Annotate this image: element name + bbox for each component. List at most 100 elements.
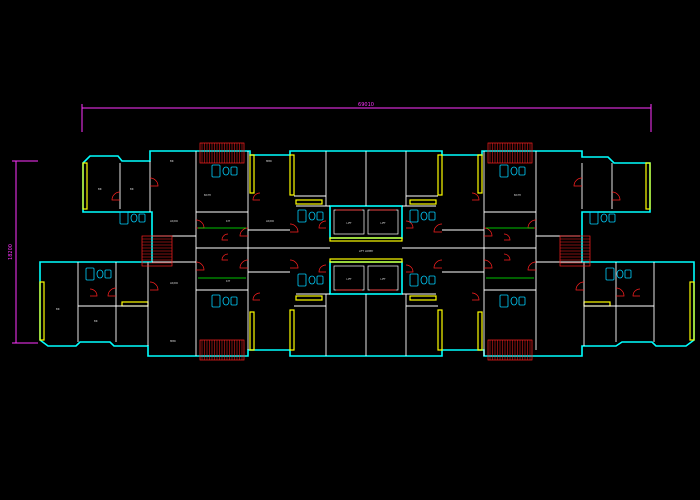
door-swing (289, 259, 299, 269)
door-swing (289, 223, 299, 233)
room-label: BR (56, 307, 60, 311)
room-label: LR/DR (266, 219, 274, 223)
door-swing (503, 253, 511, 261)
bathtub (297, 273, 307, 287)
door-swing (89, 288, 98, 297)
basin (230, 166, 238, 176)
door-swing (221, 253, 229, 261)
overall-height-dimension: 18200 (8, 244, 14, 260)
door-swing (503, 233, 511, 241)
basin (624, 269, 632, 279)
door-swings (89, 177, 641, 301)
basin (230, 296, 238, 306)
room-label: MBR (170, 339, 176, 343)
toilet (510, 166, 518, 176)
room-label: BATH (204, 193, 211, 197)
bathtub (409, 209, 419, 223)
bathroom-fixtures (85, 164, 632, 308)
door-swing (632, 288, 641, 297)
bathtub (119, 211, 129, 225)
toilet (222, 296, 230, 306)
bathtub (589, 211, 599, 225)
door-swing (471, 292, 480, 301)
bathtub (499, 164, 509, 178)
door-swing (483, 259, 493, 269)
basin (428, 211, 436, 221)
door-swing (252, 292, 261, 301)
basin (518, 166, 526, 176)
door-swing (221, 233, 229, 241)
door-swing (573, 177, 583, 187)
room-label: BR (130, 187, 134, 191)
basin (428, 275, 436, 285)
door-swing (107, 287, 117, 297)
door-swing (252, 192, 261, 201)
room-label: LR/DR (170, 219, 178, 223)
toilet (96, 269, 104, 279)
room-label: BR (98, 187, 102, 191)
bathtub (499, 294, 509, 308)
bathtub (211, 164, 221, 178)
door-swing (471, 192, 480, 201)
door-swing (611, 191, 621, 201)
overall-width-dimension: 69010 (358, 102, 374, 108)
hatch-lines (142, 143, 590, 360)
door-swing (195, 261, 205, 271)
bathtub (211, 294, 221, 308)
lift-lobby-label: LIFT LOBBY (359, 249, 374, 253)
door-swing (149, 281, 159, 291)
toilet (222, 166, 230, 176)
room-label: BR (94, 319, 98, 323)
room-label: MBR (266, 159, 272, 163)
room-label: KIT (226, 219, 230, 223)
toilet (510, 296, 518, 306)
door-swing (527, 219, 537, 229)
lift-label: LIFT (346, 277, 352, 281)
basin (316, 275, 324, 285)
lift-doors (336, 209, 396, 291)
door-swing (527, 261, 537, 271)
basin (104, 269, 112, 279)
basin (608, 213, 616, 223)
door-swing (195, 219, 205, 229)
toilet (308, 275, 316, 285)
door-swing (483, 227, 493, 237)
room-label: BR (170, 159, 174, 163)
door-swing (111, 191, 121, 201)
door-swing (405, 264, 414, 273)
outer-walls (39, 150, 695, 357)
dimension-lines (12, 104, 652, 344)
basin (138, 213, 146, 223)
room-label: KIT (226, 279, 230, 283)
door-swing (239, 259, 249, 269)
kitchen-counters (198, 227, 534, 279)
toilet (130, 213, 138, 223)
door-swing (318, 264, 327, 273)
door-swing (433, 259, 443, 269)
basin (518, 296, 526, 306)
bathtub (409, 273, 419, 287)
bathtub (85, 267, 95, 281)
door-swing (239, 227, 249, 237)
door-swing (433, 223, 443, 233)
room-label: BATH (514, 193, 521, 197)
lift-label: LIFT (346, 221, 352, 225)
lift-label: LIFT (380, 221, 386, 225)
toilet (308, 211, 316, 221)
toilet (616, 269, 624, 279)
toilet (600, 213, 608, 223)
room-label: LR/DR (170, 281, 178, 285)
basin (316, 211, 324, 221)
door-swing (318, 220, 327, 229)
bathtub (605, 267, 615, 281)
toilet (420, 275, 428, 285)
door-swing (149, 177, 159, 187)
toilet (420, 211, 428, 221)
door-swing (575, 281, 585, 291)
door-swing (615, 287, 625, 297)
lift-label: LIFT (380, 277, 386, 281)
interior-walls (77, 151, 655, 356)
bathtub (297, 209, 307, 223)
